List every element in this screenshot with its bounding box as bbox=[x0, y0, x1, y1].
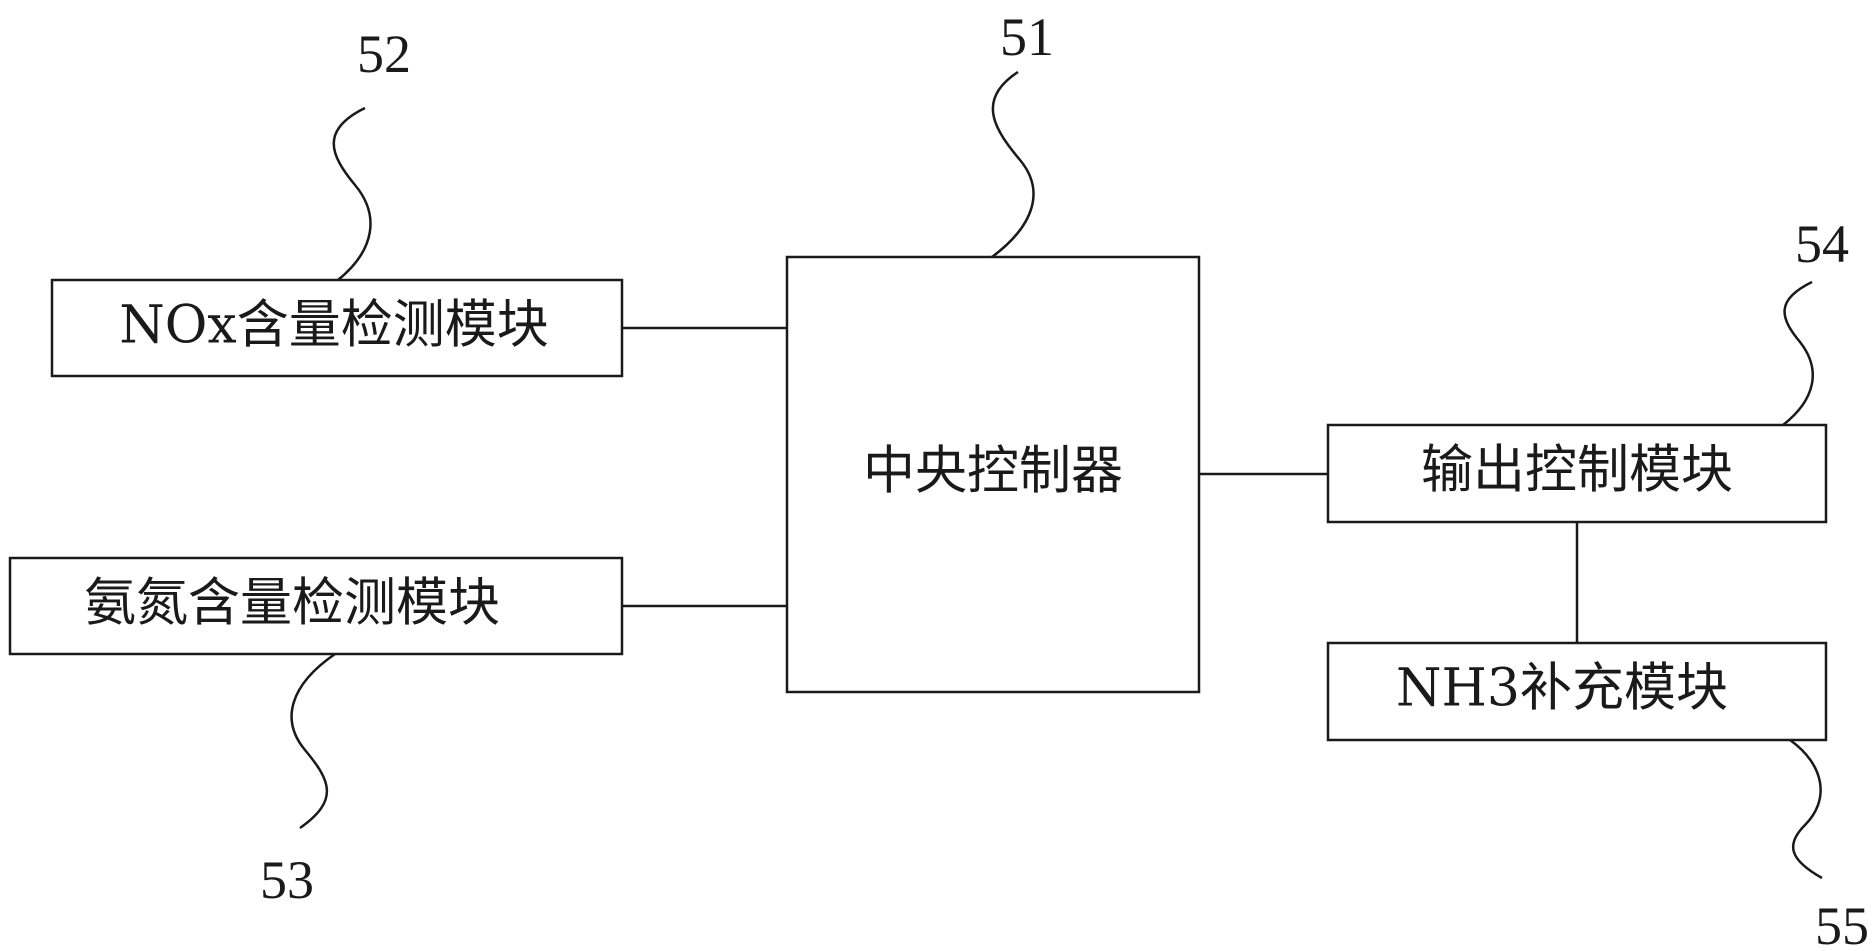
nox-detect-label: NOx含量检测模块 bbox=[119, 296, 548, 356]
ammonia-detect-label: 氨氮含量检测模块 bbox=[84, 574, 500, 634]
central-controller-box bbox=[785, 255, 1201, 694]
output-control-label: 输出控制模块 bbox=[1421, 441, 1733, 501]
ref-54: 54 bbox=[1795, 214, 1849, 274]
ref-53: 53 bbox=[260, 850, 314, 910]
nh3-supply-label: NH3补充模块 bbox=[1396, 659, 1728, 719]
nox-detect-box bbox=[50, 278, 624, 378]
nh3-supply-box bbox=[1326, 641, 1828, 742]
ref-51: 51 bbox=[1000, 7, 1054, 67]
leader-53 bbox=[290, 652, 336, 830]
leader-55 bbox=[1789, 738, 1823, 880]
ammonia-detect-box bbox=[8, 556, 624, 656]
output-control-box bbox=[1326, 423, 1828, 524]
central-controller-label: 中央控制器 bbox=[863, 442, 1123, 502]
ref-52: 52 bbox=[357, 24, 411, 84]
ref-55: 55 bbox=[1815, 896, 1869, 951]
leader-52 bbox=[332, 106, 372, 281]
leader-54 bbox=[1782, 280, 1814, 426]
leader-51 bbox=[991, 70, 1035, 259]
